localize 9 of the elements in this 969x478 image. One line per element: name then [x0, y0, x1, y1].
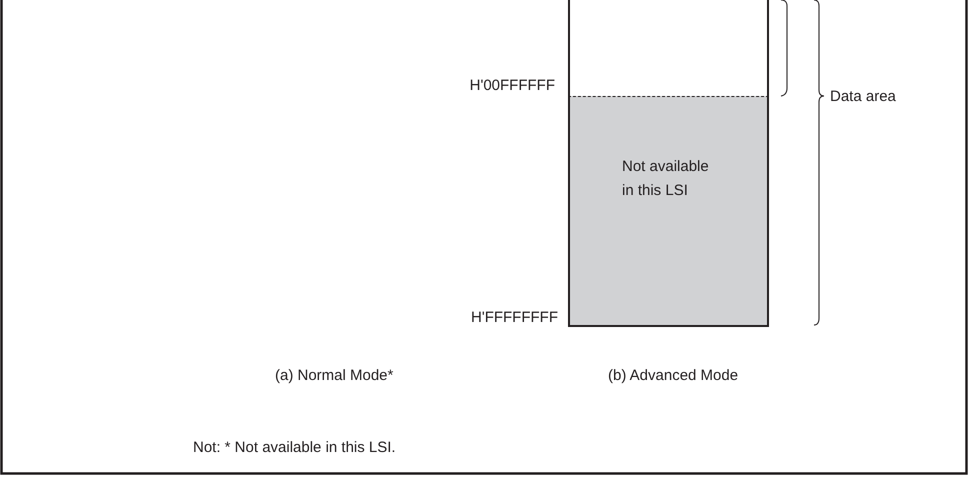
footnote: Not: * Not available in this LSI. — [193, 439, 396, 457]
address-label: H'00FFFFFF — [470, 77, 555, 95]
mode-caption: (a) Normal Mode* — [275, 367, 394, 385]
address-label: H'FFFFFFFF — [471, 309, 558, 327]
area-label: Data area — [830, 88, 896, 106]
memory-region — [568, 96, 769, 327]
memory-region — [568, 0, 769, 96]
region-label: Not available in this LSI — [622, 157, 710, 201]
mode-caption: (b) Advanced Mode — [608, 367, 738, 385]
